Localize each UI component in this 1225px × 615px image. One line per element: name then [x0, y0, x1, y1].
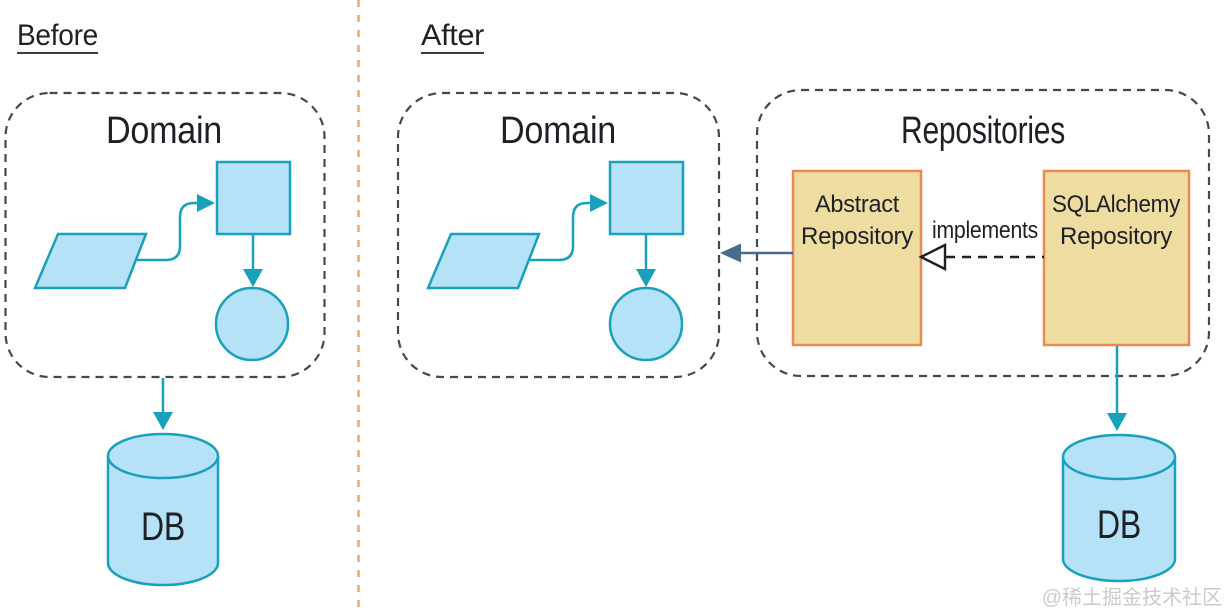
before-domain-box	[4, 91, 326, 379]
before-section-title: Before	[17, 19, 98, 52]
entity-circle-shape	[214, 286, 290, 362]
parallelogram-to-square-arrow	[530, 201, 592, 262]
arrowhead-icon	[153, 412, 173, 430]
after-section-title: After	[421, 19, 484, 52]
after-db-label: DB	[1097, 503, 1141, 547]
repositories-title: Repositories	[901, 110, 1065, 152]
implements-label: implements	[932, 217, 1038, 244]
arrowhead-icon	[197, 194, 215, 212]
sqlalchemy-repository-label-line1: SQLAlchemy	[1052, 191, 1180, 218]
parallelogram-to-square-arrow	[137, 201, 199, 262]
arrowhead-icon	[243, 269, 263, 287]
arrowhead-icon	[1107, 413, 1127, 431]
after-section: After Domain Repositories Abstract Repos…	[396, 19, 1211, 583]
sqlalchemy-repository-label-line2: Repository	[1060, 223, 1172, 250]
db-cylinder-body	[106, 456, 220, 587]
db-cylinder-top	[1061, 433, 1177, 481]
entity-parallelogram-shape	[33, 232, 148, 290]
before-section: Before Domain DB	[4, 19, 326, 587]
db-cylinder-icon	[1061, 433, 1177, 583]
before-domain-title: Domain	[106, 110, 222, 152]
repositories-box	[755, 88, 1211, 378]
db-cylinder-icon	[106, 432, 220, 587]
sqlalchemy-repository-node	[1042, 169, 1191, 347]
realization-triangle-icon	[918, 243, 947, 271]
watermark-text: @稀土掘金技术社区	[1042, 586, 1222, 609]
abstract-repository-label-line1: Abstract	[815, 191, 900, 218]
db-cylinder-body	[1061, 457, 1177, 583]
after-domain-title: Domain	[500, 110, 616, 152]
db-cylinder-top	[106, 432, 220, 480]
arrowhead-icon	[720, 243, 741, 263]
after-domain-box	[396, 91, 721, 379]
abstract-repository-label-line2: Repository	[801, 223, 913, 250]
entity-square-shape	[215, 160, 292, 236]
arrowhead-icon	[636, 269, 656, 287]
entity-parallelogram-shape	[426, 232, 541, 290]
entity-square-shape	[608, 160, 685, 236]
before-db-label: DB	[141, 505, 185, 549]
arrowhead-icon	[590, 194, 608, 212]
abstract-repository-node	[791, 169, 923, 347]
entity-circle-shape	[608, 286, 684, 362]
